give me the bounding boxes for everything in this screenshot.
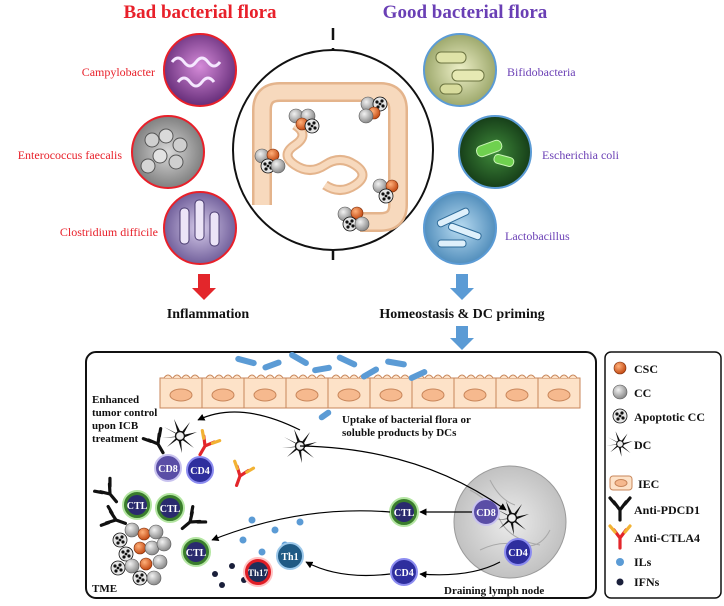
- ctl-cell: CTL: [155, 493, 185, 523]
- good-bacteria-lactobacillus: [423, 191, 497, 265]
- bad-bacteria-clostridium: [163, 191, 237, 265]
- iec-cell: [453, 374, 497, 409]
- svg-text:Anti-CTLA4: Anti-CTLA4: [634, 531, 700, 545]
- lumen-bacteria: [235, 352, 428, 421]
- good-flora-header: Good bacterial flora: [383, 2, 548, 23]
- cd8-cell: CD8: [472, 498, 500, 526]
- colon-illustration: [232, 49, 434, 251]
- good-bacteria-label: Lactobacillus: [505, 229, 570, 243]
- bad-bacteria-label: Campylobacter: [82, 65, 155, 79]
- cd4-cell: CD4: [390, 558, 418, 586]
- svg-text:ILs: ILs: [634, 555, 652, 569]
- good-bacteria-label: Bifidobacteria: [507, 65, 576, 79]
- svg-text:CTL: CTL: [394, 508, 415, 519]
- iec-cell: [411, 374, 455, 409]
- blue-down-arrow: [450, 274, 474, 300]
- iec-cell: [537, 374, 581, 409]
- bad-bacteria-campylobacter: [163, 33, 237, 107]
- svg-text:CC: CC: [634, 386, 651, 400]
- svg-text:IEC: IEC: [638, 477, 659, 491]
- svg-text:CTL: CTL: [160, 504, 181, 515]
- svg-text:DC: DC: [634, 438, 651, 452]
- svg-text:Th17: Th17: [248, 568, 269, 578]
- cd4-cell: CD4: [186, 456, 214, 484]
- ctl-cell: CTL: [122, 490, 152, 520]
- legend-item-anti-pdcd1: Anti-PDCD1: [608, 496, 700, 522]
- red-down-arrow: [192, 274, 216, 300]
- iec-cell: [285, 374, 329, 409]
- svg-text:Apoptotic CC: Apoptotic CC: [634, 410, 705, 424]
- iec-cell: [201, 374, 245, 409]
- outcome-homeostasis: Homeostasis & DC priming: [379, 307, 544, 322]
- th17-cell: Th17: [243, 557, 273, 587]
- svg-text:CD4: CD4: [190, 466, 209, 477]
- iec-cell: [495, 374, 539, 409]
- svg-text:CD8: CD8: [158, 464, 177, 475]
- tme-label: TME: [92, 583, 117, 595]
- good-bacteria-bifidobacteria: [423, 33, 497, 107]
- legend-item-dc: DC: [605, 430, 651, 458]
- good-bacteria-label: Escherichia coli: [542, 148, 620, 162]
- svg-text:CD4: CD4: [508, 548, 527, 559]
- svg-text:Anti-PDCD1: Anti-PDCD1: [634, 503, 700, 517]
- legend-item-ils: ILs: [616, 555, 652, 569]
- blue-down-arrow-2: [450, 326, 474, 350]
- legend-item-cc: CC: [612, 384, 651, 400]
- svg-text:CD8: CD8: [476, 508, 495, 519]
- uptake-text: Uptake of bacterial flora or soluble pro…: [342, 414, 473, 439]
- pathway-arrows: [197, 411, 507, 579]
- svg-text:CSC: CSC: [634, 362, 658, 376]
- enhanced-tumor-control-text: Enhanced tumor control upon ICB treatmen…: [92, 394, 160, 445]
- cd8-cell: CD8: [154, 454, 182, 482]
- outcome-inflammation: Inflammation: [167, 307, 250, 322]
- th1-cell: Th1: [276, 542, 304, 570]
- iec-layer: [159, 374, 581, 409]
- iec-cell: [159, 374, 203, 409]
- legend-item-anti-ctla4: Anti-CTLA4: [608, 524, 700, 550]
- legend-item-ifns: IFNs: [616, 575, 660, 589]
- legend-item-iec: IEC: [609, 475, 659, 491]
- bad-bacteria-enterococcus: [131, 115, 205, 189]
- legend-item-csc: CSC: [613, 361, 658, 376]
- bad-flora-header: Bad bacterial flora: [123, 2, 277, 23]
- iec-cell: [327, 374, 371, 409]
- bad-bacteria-label: Clostridium difficile: [60, 225, 158, 239]
- lymph-node-label: Draining lymph node: [444, 585, 544, 597]
- bad-bacteria-label: Enterococcus faecalis: [18, 148, 123, 162]
- svg-text:CTL: CTL: [127, 501, 148, 512]
- cd4-cell: CD4: [504, 538, 532, 566]
- ctl-cell: CTL: [181, 537, 211, 567]
- ctl-cell: CTL: [389, 497, 419, 527]
- svg-text:CTL: CTL: [186, 548, 207, 559]
- good-bacteria-escherichia: [458, 115, 532, 189]
- svg-text:IFNs: IFNs: [634, 575, 660, 589]
- legend-panel: [604, 351, 722, 599]
- svg-text:Th1: Th1: [281, 552, 298, 563]
- legend-item-apoptotic-cc: Apoptotic CC: [612, 408, 705, 424]
- iec-cell: [243, 374, 287, 409]
- svg-text:CD4: CD4: [394, 568, 413, 579]
- iec-cell: [369, 374, 413, 409]
